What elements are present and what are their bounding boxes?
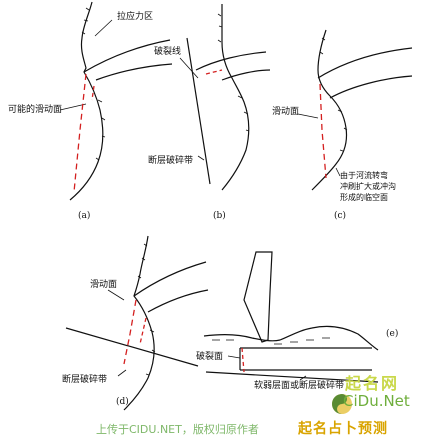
panel-c-lower-bedding [329, 75, 413, 99]
panel-e-fracture-plane [241, 347, 245, 373]
panel-c-slip-leader [297, 113, 319, 119]
panel-a-tension-leader [94, 19, 113, 37]
label-note-line3: 形成的临空面 [340, 192, 388, 202]
label-fracture-plane: 破裂面 [196, 350, 223, 362]
panel-a-lower-bedding [95, 63, 173, 81]
panel-b-fault-line [186, 37, 211, 185]
panel-a-slip-surface [73, 73, 87, 193]
panel-d-fault-leader [117, 369, 127, 377]
panel-b-fracture-line [205, 69, 223, 75]
label-possible-slip-surface: 可能的滑动面 [8, 103, 62, 115]
panel-d-rock-texture [137, 243, 156, 376]
label-note-line2: 冲刷扩大或冲沟 [340, 181, 396, 191]
watermark-logo [332, 394, 352, 414]
panel-c-slip-surface [319, 83, 327, 179]
panel-d-sublabel: (d) [116, 396, 129, 407]
panel-b-sublabel: (b) [213, 210, 226, 221]
panel-b-slope-outline [221, 4, 250, 191]
panel-c-note-leader [335, 167, 341, 177]
panel-a-upper-bedding [83, 39, 171, 73]
panel-e-weak-leader [299, 375, 307, 381]
panel-a-slip-surface-2 [91, 85, 95, 101]
panel-a-sublabel: (a) [78, 210, 90, 221]
panel-a-slip-leader [59, 103, 87, 111]
panel-d-fault-line [65, 327, 199, 367]
panel-c-slope-outline [311, 29, 348, 191]
panel-e-weak-layer-line [205, 371, 379, 383]
panel-b-fracture-leader [179, 57, 199, 79]
label-slip-surface-c: 滑动面 [272, 106, 299, 117]
panel-b-lower-bedding [221, 69, 271, 81]
panel-e-surface-dashes [212, 337, 330, 345]
panel-d-slip-surface [123, 299, 137, 365]
panel-c-sublabel: (c) [334, 210, 346, 221]
label-tension-zone: 拉应力区 [117, 10, 153, 22]
panel-a-rock-texture [81, 7, 106, 161]
panel-d [65, 235, 209, 411]
panel-e [203, 251, 379, 383]
panel-e-slope-surface [203, 325, 379, 351]
bagua-icon [332, 394, 352, 414]
panel-b-rock-texture [217, 13, 250, 132]
panel-d-slope-outline [123, 235, 155, 411]
panel-d-lower-bedding [147, 289, 209, 313]
panel-e-rock-column [243, 251, 273, 343]
panel-d-upper-bedding [133, 261, 207, 297]
panel-d-slip-leader [107, 289, 125, 301]
panel-b-fault-leader [197, 155, 205, 161]
panel-a-slope-outline [69, 1, 104, 201]
panel-a [59, 1, 173, 201]
panel-c-rock-texture [319, 37, 348, 152]
panel-d-slip-surface-2 [139, 317, 147, 345]
watermark-logo-site: CiDu.Net [343, 392, 410, 410]
label-note-line1: 由于河流转弯 [340, 170, 388, 180]
panel-b-upper-bedding [195, 51, 267, 71]
panel-c [297, 29, 413, 191]
panel-c-upper-bedding [317, 47, 413, 79]
panel-e-sublabel: (e) [386, 328, 398, 339]
panel-e-fracture-leader [227, 355, 241, 359]
label-fault-fracture-zone-d: 断层破碎带 [62, 373, 107, 385]
label-slip-surface-d: 滑动面 [90, 279, 117, 290]
label-fault-fracture-zone-b: 断层破碎带 [148, 154, 193, 166]
label-weak-layer: 软弱层面或断层破碎带 [254, 379, 344, 391]
watermark-upload-note: 上传于CIDU.NET，版权归原作者 [96, 423, 259, 436]
watermark-brand: 起名占卜预测 [298, 421, 388, 437]
label-fracture-line: 破裂线 [154, 45, 181, 57]
watermark-logo-cjk: 起名网 [345, 374, 400, 393]
panel-b [179, 4, 271, 191]
panel-e-sliding-block [239, 347, 372, 371]
